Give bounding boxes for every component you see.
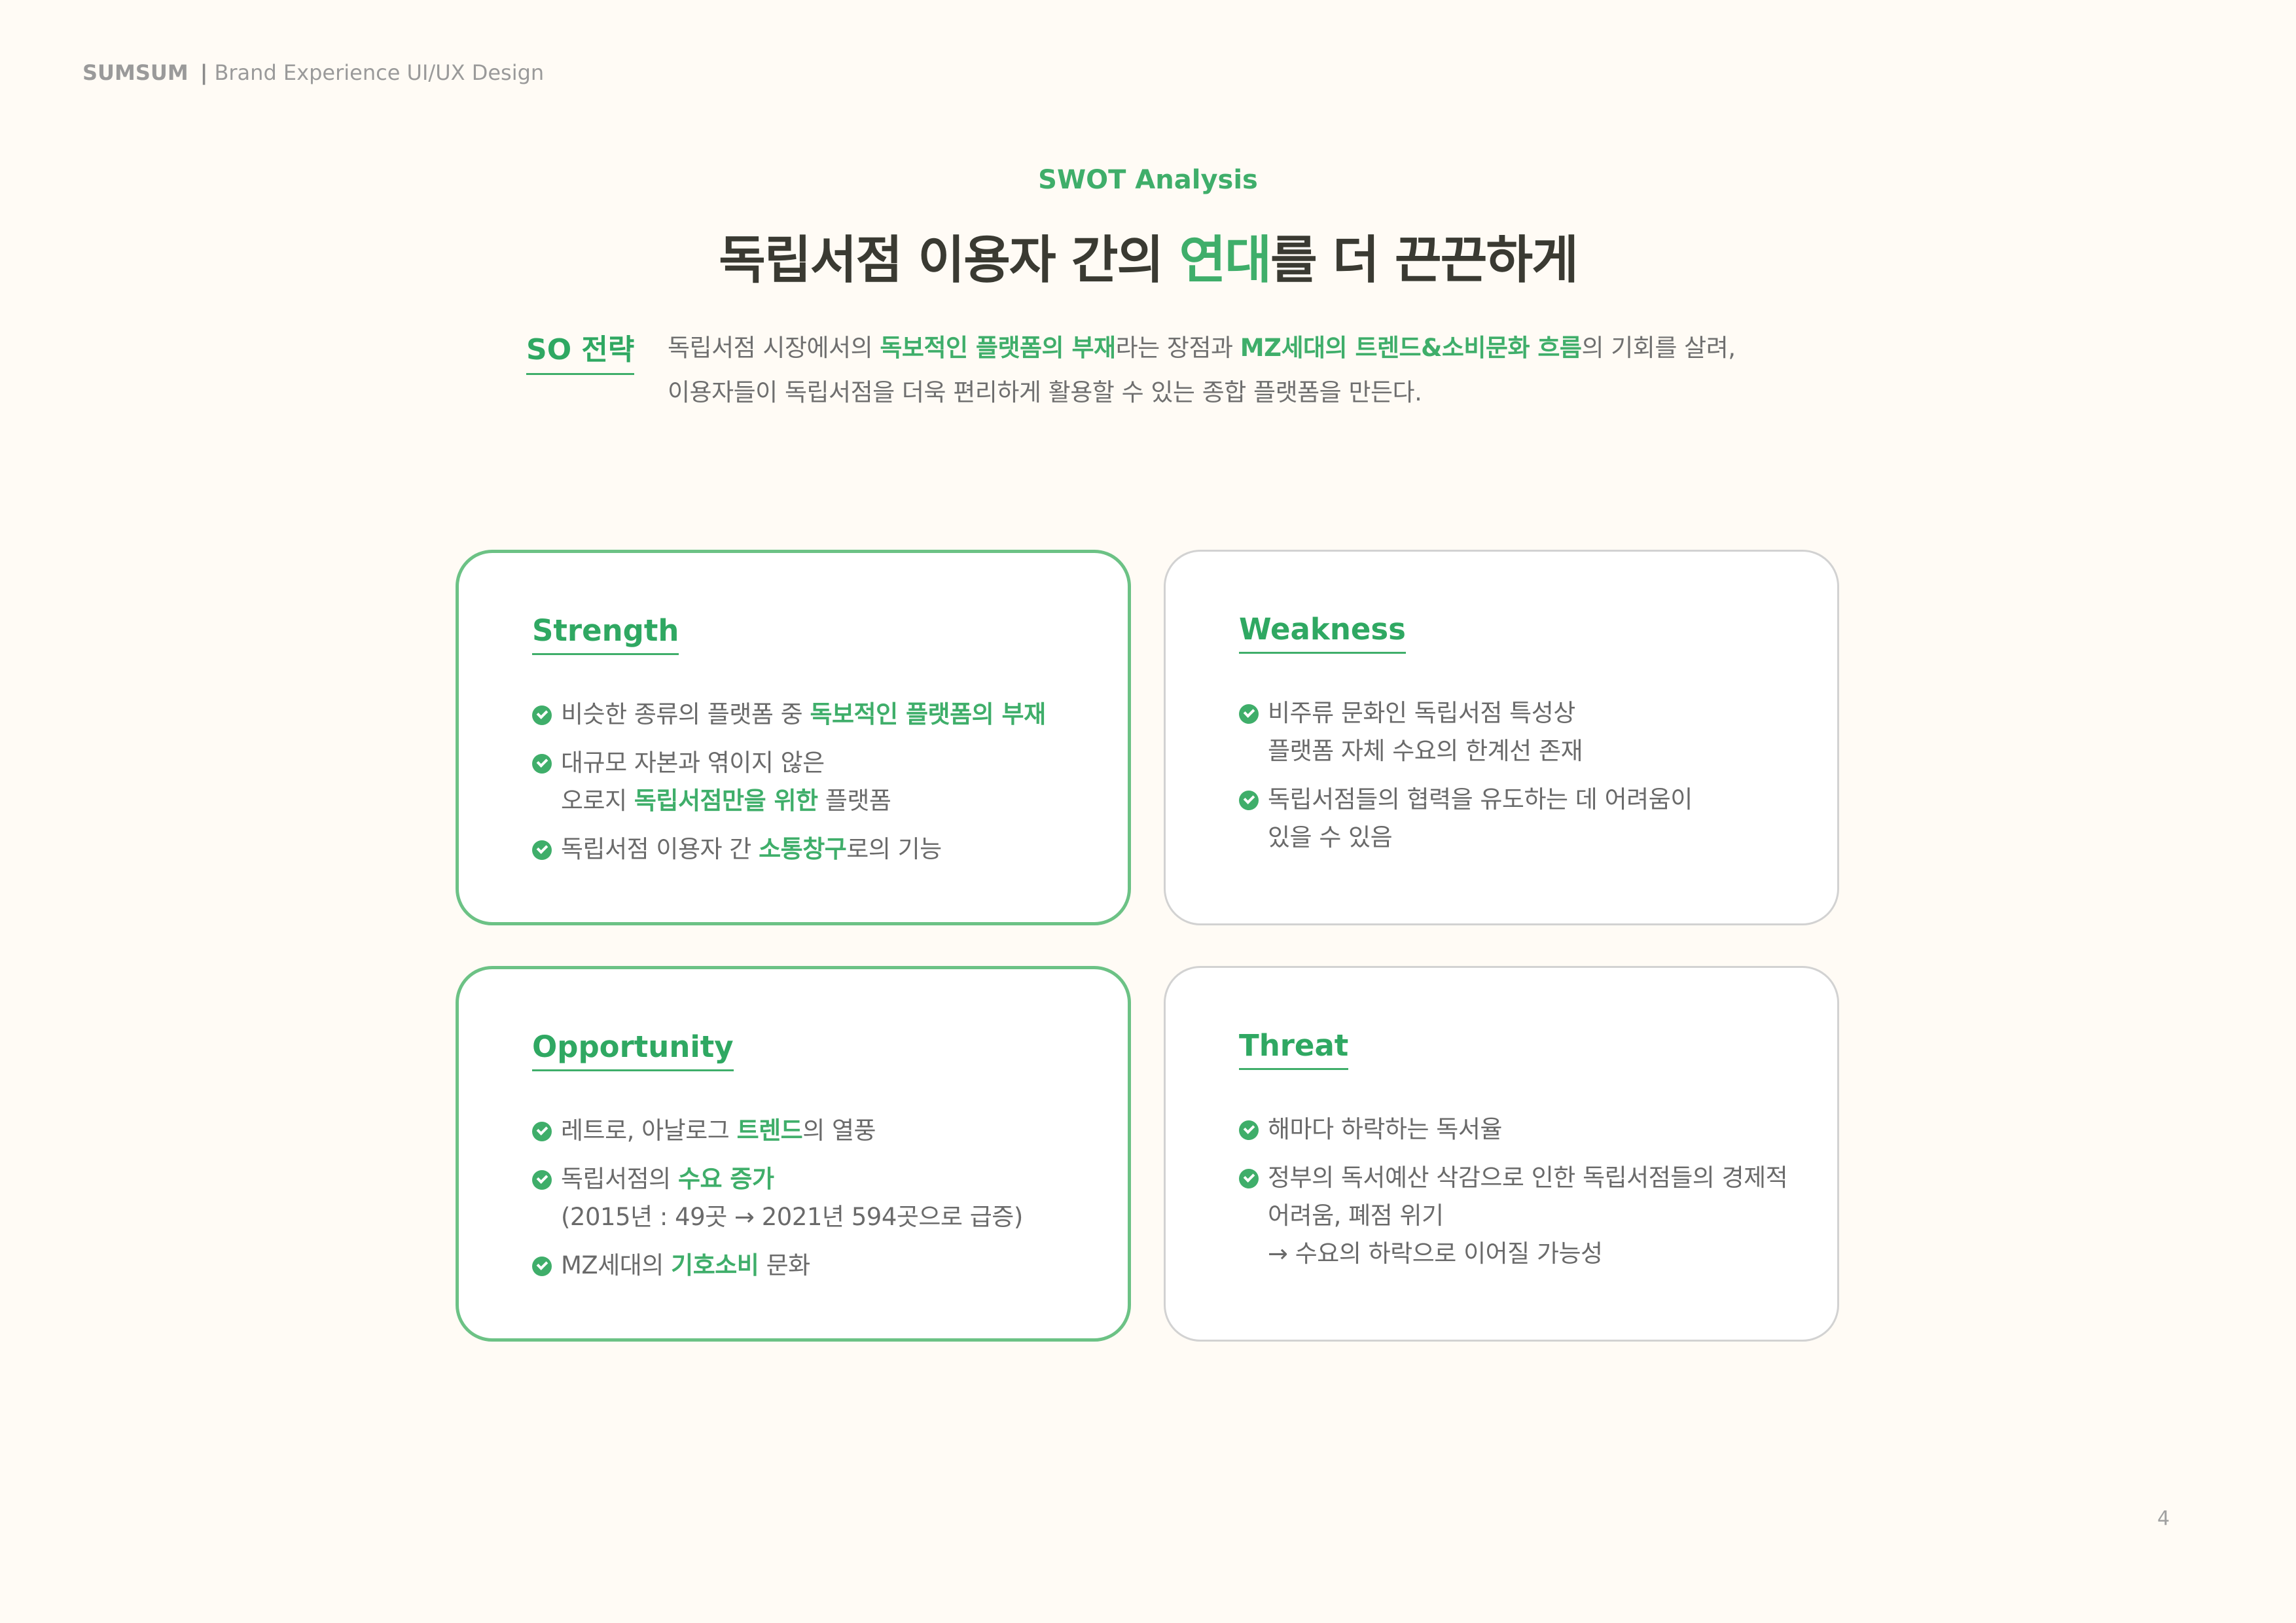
document-header: SUMSUM |Brand Experience UI/UX Design: [82, 60, 544, 85]
item-text: 독립서점의: [561, 1165, 678, 1193]
item-text: → 수요의 하락으로 이어질 가능성: [1268, 1240, 1603, 1268]
item-text: 로의 기능: [846, 835, 942, 863]
title-highlight: 연대: [1179, 231, 1272, 290]
item-text: 의 열풍: [802, 1116, 876, 1145]
item-highlight: 독보적인 플랫폼의 부재: [810, 700, 1046, 728]
header-separator: |: [200, 60, 208, 85]
item-text: 있을 수 있음: [1268, 823, 1393, 851]
item-text: 비주류 문화인 독립서점 특성상: [1268, 699, 1575, 727]
item-text: 비슷한 종류의 플랫폼 중: [561, 700, 810, 728]
list-item: 독립서점 이용자 간 소통창구로의 기능: [532, 830, 1046, 868]
item-text: 문화: [759, 1251, 811, 1279]
strength-card: Strength 비슷한 종류의 플랫폼 중 독보적인 플랫폼의 부재 대규모 …: [456, 550, 1131, 925]
so-line-1: 독립서점 시장에서의 독보적인 플랫폼의 부재라는 장점과 MZ세대의 트렌드&…: [668, 326, 1736, 370]
item-text: 독립서점 이용자 간: [561, 835, 759, 863]
item-text: MZ세대의: [561, 1251, 672, 1279]
check-circle-icon: [532, 1257, 552, 1276]
item-highlight: 기호소비: [671, 1251, 759, 1279]
item-text: 해마다 하락하는 독서율: [1268, 1115, 1502, 1143]
so-strategy-text: 독립서점 시장에서의 독보적인 플랫폼의 부재라는 장점과 MZ세대의 트렌드&…: [668, 326, 1736, 415]
so-text-segment: 의 기회를 살려,: [1581, 334, 1736, 362]
item-text: 정부의 독서예산 삭감으로 인한 독립서점들의 경제적: [1268, 1164, 1788, 1192]
opportunity-list: 레트로, 아날로그 트렌드의 열풍 독립서점의 수요 증가 (2015년 : 49…: [532, 1112, 1023, 1295]
item-highlight: 수요 증가: [677, 1165, 774, 1193]
item-text: 플랫폼: [817, 787, 891, 815]
so-text-highlight: MZ세대의 트렌드&소비문화 흐름: [1240, 334, 1582, 362]
check-circle-icon: [1239, 1169, 1259, 1188]
item-text: 레트로, 아날로그: [561, 1116, 737, 1145]
threat-card: Threat 해마다 하락하는 독서율 정부의 독서예산 삭감으로 인한 독립서…: [1164, 966, 1839, 1342]
item-highlight: 소통창구: [759, 835, 847, 863]
list-item: 해마다 하락하는 독서율: [1239, 1111, 1787, 1149]
threat-list: 해마다 하락하는 독서율 정부의 독서예산 삭감으로 인한 독립서점들의 경제적…: [1239, 1111, 1788, 1283]
check-circle-icon: [532, 1122, 552, 1141]
check-circle-icon: [1239, 1120, 1259, 1140]
check-circle-icon: [1239, 791, 1259, 810]
page-title: 독립서점 이용자 간의 연대를 더 끈끈하게: [0, 219, 2296, 293]
strength-title: Strength: [532, 613, 679, 655]
page-number: 4: [2157, 1507, 2170, 1530]
strength-list: 비슷한 종류의 플랫폼 중 독보적인 플랫폼의 부재 대규모 자본과 엮이지 않…: [532, 696, 1046, 879]
item-text: 대규모 자본과 엮이지 않은: [561, 749, 825, 777]
header-subtitle: Brand Experience UI/UX Design: [214, 60, 545, 85]
item-highlight: 독립서점만을 위한: [634, 787, 818, 815]
weakness-title: Weakness: [1239, 612, 1406, 654]
item-text: 독립서점들의 협력을 유도하는 데 어려움이: [1268, 785, 1693, 813]
title-part1: 독립서점 이용자 간의: [719, 231, 1179, 290]
so-text-segment: 라는 장점과: [1115, 334, 1240, 362]
list-item: MZ세대의 기호소비 문화: [532, 1247, 1023, 1285]
so-text-highlight: 독보적인 플랫폼의 부재: [880, 334, 1116, 362]
check-circle-icon: [532, 705, 552, 725]
check-circle-icon: [532, 840, 552, 860]
item-text: (2015년 : 49곳 → 2021년 594곳으로 급증): [561, 1203, 1023, 1231]
so-line-2: 이용자들이 독립서점을 더욱 편리하게 활용할 수 있는 종합 플랫폼을 만든다…: [668, 378, 1422, 406]
check-circle-icon: [532, 1170, 552, 1190]
title-part2: 를 더 끈끈하게: [1270, 231, 1579, 290]
list-item: 레트로, 아날로그 트렌드의 열풍: [532, 1112, 1023, 1150]
item-text: 오로지: [561, 787, 634, 815]
section-eyebrow: SWOT Analysis: [1038, 165, 1258, 195]
so-strategy-label: SO 전략: [526, 326, 635, 375]
item-highlight: 트렌드: [736, 1116, 803, 1145]
check-circle-icon: [1239, 704, 1259, 724]
list-item: 비슷한 종류의 플랫폼 중 독보적인 플랫폼의 부재: [532, 696, 1046, 734]
item-text: 플랫폼 자체 수요의 한계선 존재: [1268, 737, 1583, 765]
list-item: 독립서점의 수요 증가 (2015년 : 49곳 → 2021년 594곳으로 급…: [532, 1160, 1023, 1236]
threat-title: Threat: [1239, 1028, 1349, 1070]
opportunity-card: Opportunity 레트로, 아날로그 트렌드의 열풍 독립서점의 수요 증…: [456, 966, 1131, 1342]
brand-name: SUMSUM: [82, 60, 188, 85]
item-text: 어려움, 폐점 위기: [1268, 1202, 1444, 1230]
opportunity-title: Opportunity: [532, 1029, 734, 1071]
check-circle-icon: [532, 754, 552, 774]
so-text-segment: 독립서점 시장에서의: [668, 334, 880, 362]
